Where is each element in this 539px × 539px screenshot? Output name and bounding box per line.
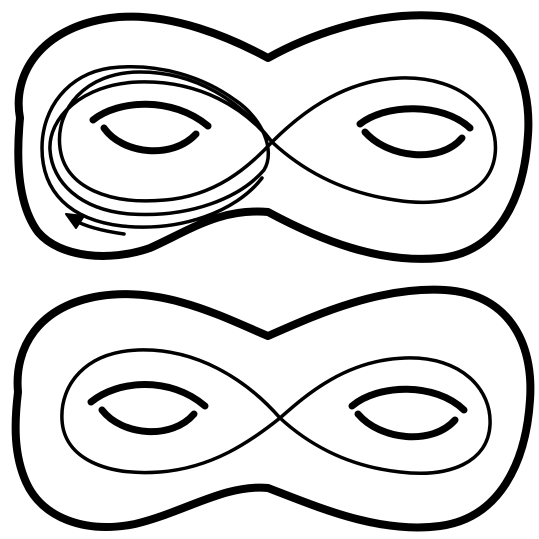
top-inner-figure-eight	[59, 72, 495, 202]
bottom-right-eye-lower-lid	[358, 414, 455, 437]
top-left-eye-upper-lid	[93, 104, 208, 126]
top-loop-curve	[42, 67, 272, 227]
bottom-panel	[16, 290, 531, 528]
bottom-right-eye	[352, 389, 464, 437]
bottom-inner-figure-eight	[62, 350, 490, 473]
top-left-eye-lower-lid	[104, 128, 196, 151]
bottom-left-eye-upper-lid	[91, 385, 205, 407]
top-panel	[18, 15, 528, 259]
top-loop-arrow-head	[66, 214, 84, 228]
bottom-left-eye	[91, 385, 205, 432]
top-outer-boundary	[18, 15, 528, 259]
top-right-eye	[360, 109, 470, 155]
top-right-eye-upper-lid	[360, 109, 470, 128]
bottom-left-eye-lower-lid	[102, 410, 194, 432]
bottom-right-eye-upper-lid	[352, 389, 464, 410]
top-left-eye	[93, 104, 208, 151]
top-right-eye-lower-lid	[365, 132, 462, 155]
